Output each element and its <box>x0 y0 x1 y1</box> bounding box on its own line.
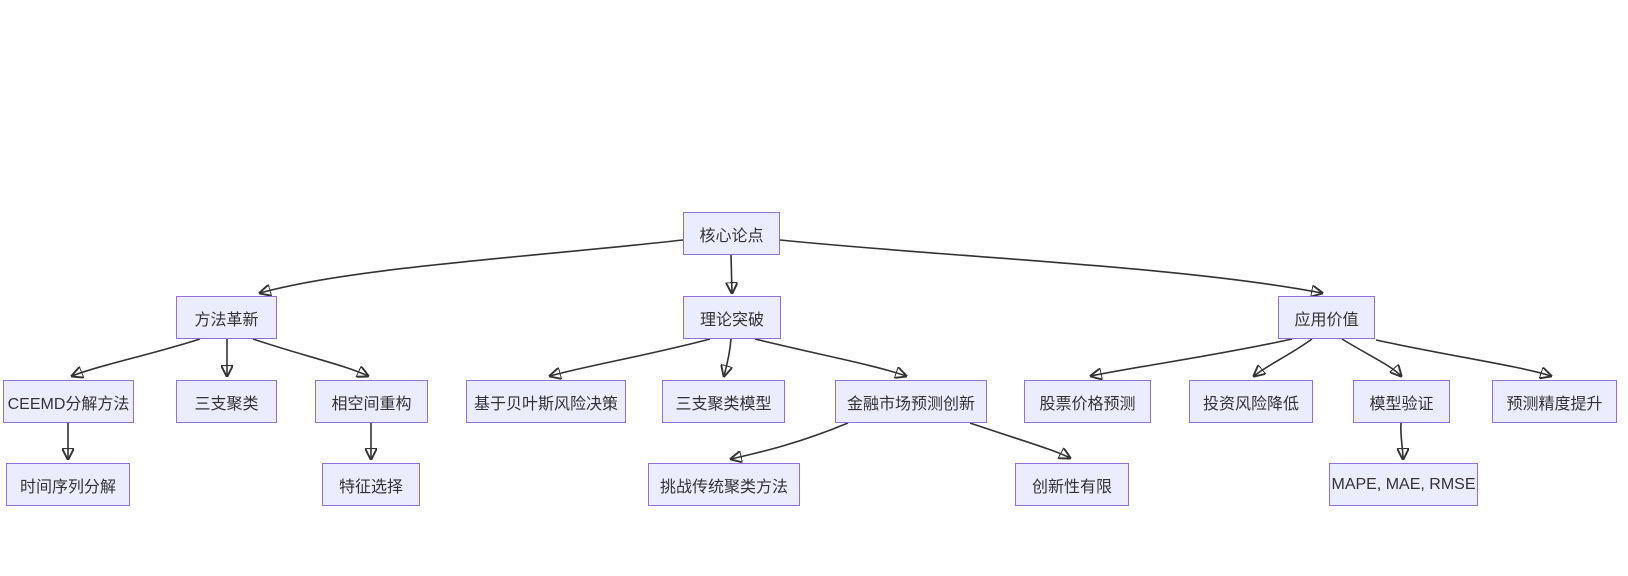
node-limited: 创新性有限 <box>1015 463 1129 506</box>
node-three-way: 三支聚类 <box>176 380 277 423</box>
edge-theory-finance <box>754 338 906 376</box>
edge-theory-three-model <box>724 338 731 376</box>
edge-core-theory <box>731 254 732 293</box>
node-challenge: 挑战传统聚类方法 <box>648 463 800 506</box>
node-stock: 股票价格预测 <box>1024 380 1151 423</box>
node-feature: 特征选择 <box>322 463 420 506</box>
node-invest: 投资风险降低 <box>1189 380 1313 423</box>
edge-application-precision <box>1375 339 1551 376</box>
edge-finance-limited <box>969 422 1070 458</box>
node-timeseries: 时间序列分解 <box>6 463 130 506</box>
edge-method-phase <box>252 338 368 376</box>
node-theory: 理论突破 <box>683 296 781 339</box>
node-mape: MAPE, MAE, RMSE <box>1329 463 1478 506</box>
node-phase: 相空间重构 <box>315 380 428 423</box>
edge-core-method <box>260 239 684 293</box>
node-precision: 预测精度提升 <box>1492 380 1617 423</box>
node-application: 应用价值 <box>1278 296 1375 339</box>
edge-application-invest <box>1254 338 1313 376</box>
edge-theory-bayes <box>550 338 711 376</box>
edge-method-ceemd <box>72 338 201 376</box>
node-method: 方法革新 <box>176 296 277 339</box>
node-core: 核心论点 <box>683 212 780 255</box>
edge-application-model-val <box>1341 338 1401 376</box>
edge-model-val-mape <box>1401 422 1403 459</box>
node-bayes: 基于贝叶斯风险决策 <box>466 380 626 423</box>
edge-application-stock <box>1091 338 1293 376</box>
node-model-val: 模型验证 <box>1353 380 1450 423</box>
node-three-model: 三支聚类模型 <box>662 380 785 423</box>
node-finance: 金融市场预测创新 <box>835 380 987 423</box>
edge-finance-challenge <box>731 422 849 459</box>
edge-core-application <box>779 239 1322 293</box>
node-ceemd: CEEMD分解方法 <box>3 380 134 423</box>
